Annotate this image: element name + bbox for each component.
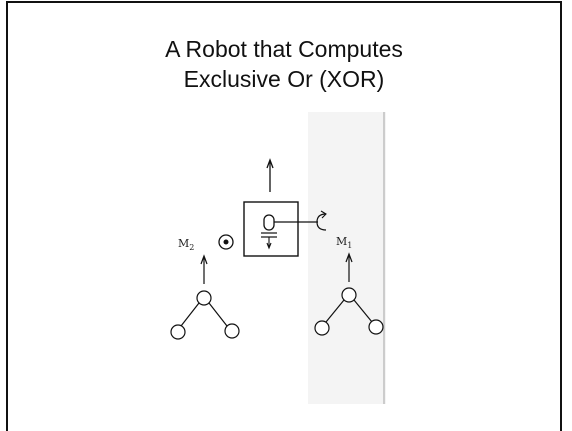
left-top-node <box>196 290 212 306</box>
slide-title: A Robot that Computes Exclusive Or (XOR) <box>6 34 562 94</box>
right-top-node <box>341 287 357 303</box>
left-output-arrow-head <box>200 254 208 265</box>
left-edge-a <box>180 302 200 327</box>
robot-body <box>243 201 299 257</box>
left-bottom-node-b <box>224 323 240 339</box>
right-edge-a <box>325 299 345 323</box>
scanned-figure: M2 M1 <box>128 112 386 404</box>
right-motor-wheel-arrowhead <box>320 210 327 219</box>
right-output-arrow-head <box>345 252 353 263</box>
left-edge-b <box>208 302 228 327</box>
xor-robot-diagram: M2 M1 <box>170 112 386 404</box>
right-motor-wheel <box>316 213 327 231</box>
right-bottom-node-b <box>368 319 384 335</box>
right-bottom-node-a <box>314 320 330 336</box>
motor-left-label: M2 <box>178 237 194 252</box>
title-line-1: A Robot that Computes <box>165 36 403 62</box>
left-target-dot <box>223 239 229 245</box>
forward-arrow-head <box>266 158 274 169</box>
sensor-capsule <box>263 214 275 231</box>
right-edge-b <box>353 299 373 323</box>
title-line-2: Exclusive Or (XOR) <box>183 66 385 92</box>
sensor-arrow-head <box>266 242 272 250</box>
motor-right-label: M1 <box>336 235 352 250</box>
left-bottom-node-a <box>170 324 186 340</box>
slide-frame <box>6 1 562 431</box>
left-target-ring <box>218 234 234 250</box>
